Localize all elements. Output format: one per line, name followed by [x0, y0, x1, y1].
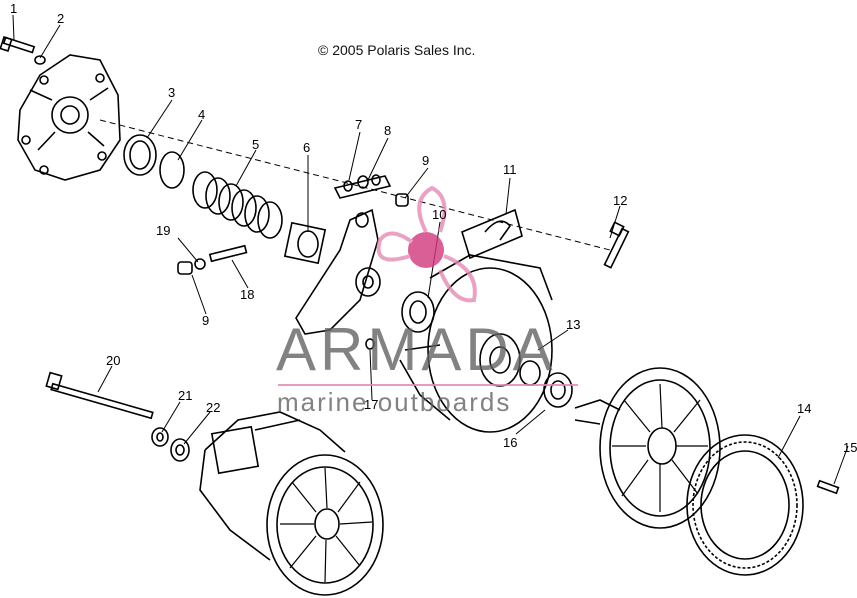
callout-6: 6: [303, 140, 311, 155]
callout-7: 7: [355, 117, 363, 132]
part-long-bolt-20: [45, 371, 154, 420]
part-washer-2: [34, 55, 46, 65]
callout-4: 4: [198, 107, 206, 122]
callout-9-lower: 9: [202, 313, 210, 328]
part-bushing-3: [123, 134, 157, 176]
callout-20: 20: [106, 353, 121, 368]
part-nut-22: [170, 438, 190, 462]
part-spring-5: [192, 171, 283, 239]
callout-22: 22: [206, 400, 221, 415]
part-screw-15: [816, 479, 840, 495]
part-cover-plate: [17, 54, 121, 181]
watermark-rule: [278, 384, 578, 386]
watermark-logo-mark: [376, 185, 477, 303]
callout-17: 17: [364, 397, 379, 412]
part-fixed-sheave: [574, 367, 721, 529]
part-pin-9-lower: [177, 261, 193, 275]
part-bolt-12: [603, 221, 630, 269]
part-pin-9-upper: [395, 193, 409, 207]
callout-3: 3: [168, 85, 176, 100]
callout-1: 1: [10, 1, 18, 16]
callout-18: 18: [240, 287, 255, 302]
callout-2: 2: [57, 11, 65, 26]
watermark-tagline: marine outboards: [277, 387, 512, 417]
callout-8: 8: [384, 123, 392, 138]
part-washer-21: [151, 427, 169, 447]
watermark-brand: ARMADA: [276, 316, 557, 383]
callout-12: 12: [613, 193, 628, 208]
callout-21: 21: [178, 388, 193, 403]
part-washer-16: [543, 372, 573, 408]
callout-14: 14: [797, 401, 812, 416]
callout-10: 10: [432, 207, 447, 222]
part-ball-19: [194, 258, 206, 270]
part-clip-11: [461, 208, 523, 260]
part-moveable-sheave: [399, 254, 553, 433]
callout-19: 19: [156, 223, 171, 238]
part-pin-17: [365, 338, 375, 350]
callout-13: 13: [566, 317, 581, 332]
callout-16: 16: [503, 435, 518, 450]
part-pin-18: [208, 244, 248, 263]
part-snap-ring-4: [159, 151, 185, 189]
part-drive-clutch: [199, 411, 384, 596]
part-rollers-7-8: [333, 174, 392, 199]
part-bolt-1: [0, 36, 36, 54]
part-spider-6: [283, 221, 327, 265]
callout-5: 5: [252, 137, 260, 152]
callout-9-upper: 9: [422, 153, 430, 168]
part-ring-gear-14: [686, 434, 804, 576]
copyright-notice: © 2005 Polaris Sales Inc.: [318, 42, 476, 58]
callout-15: 15: [843, 440, 857, 455]
callout-11: 11: [503, 162, 517, 177]
